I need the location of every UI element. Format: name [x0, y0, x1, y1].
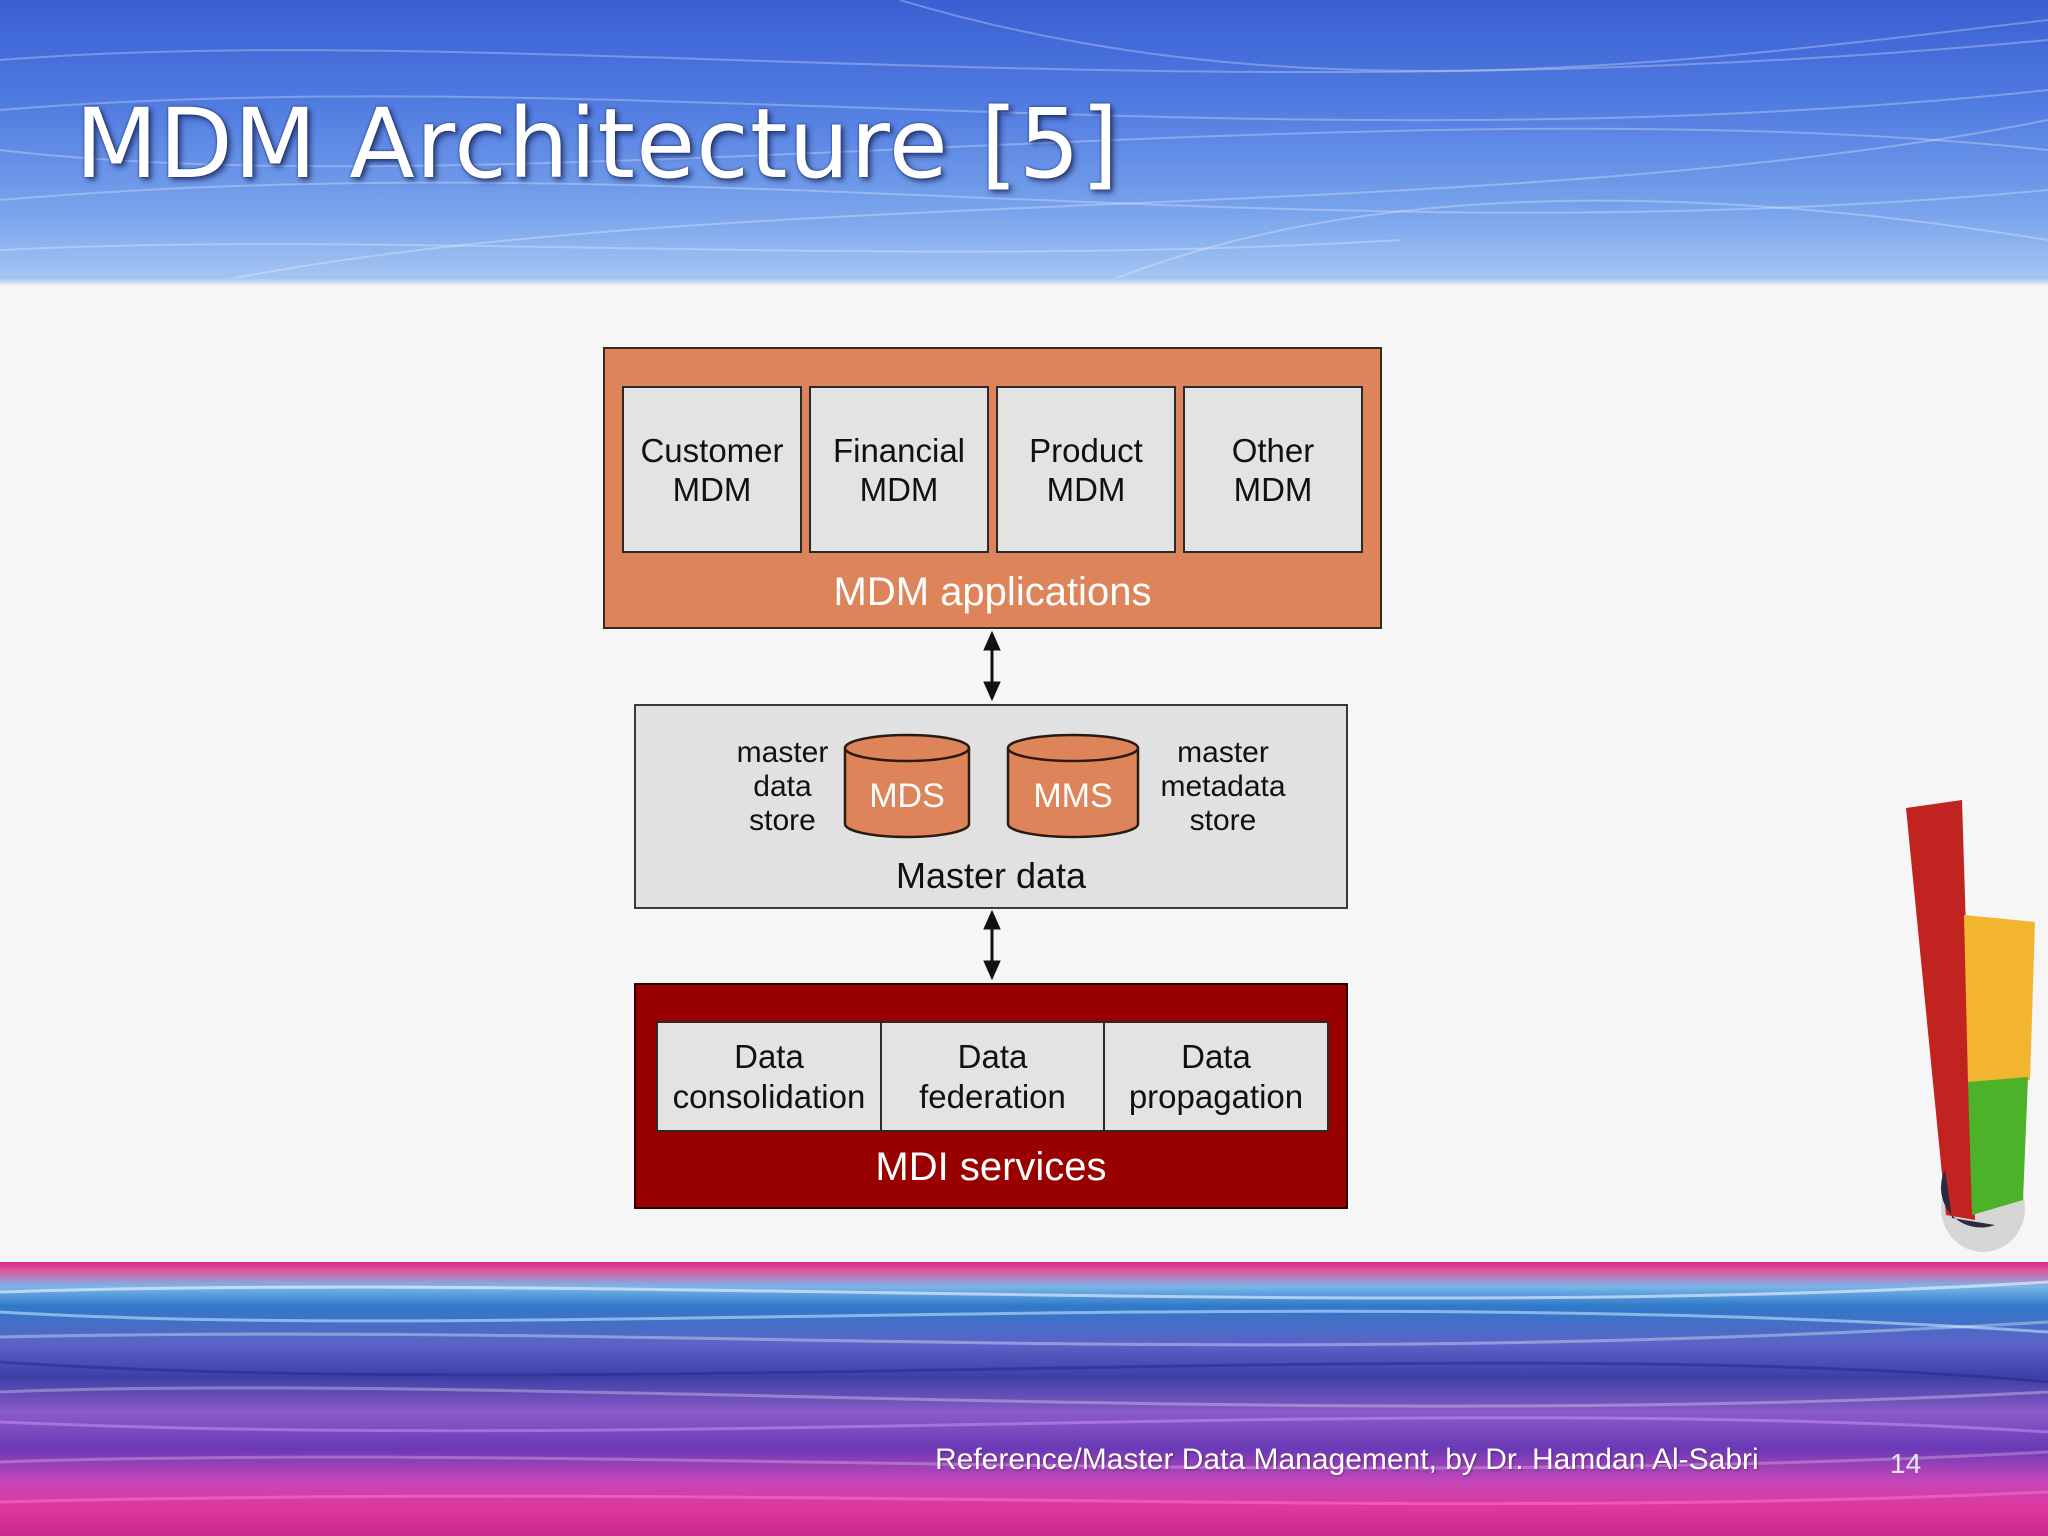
- caption-line: store: [1189, 804, 1257, 837]
- footer-wave-decoration: [0, 1280, 2048, 1506]
- mdm-applications-label: MDM applications: [833, 570, 1152, 614]
- slide-title: MDM Architecture [5]: [75, 88, 1120, 200]
- tile-line: consolidation: [672, 1077, 866, 1115]
- mds-cylinder-label: MDS: [869, 777, 945, 815]
- mms-cylinder-label: MMS: [1033, 777, 1113, 815]
- mds-cylinder: [843, 733, 971, 839]
- tile-line: Other: [1231, 431, 1315, 469]
- mms-cylinder: [1006, 733, 1140, 839]
- caption-line: store: [749, 804, 816, 837]
- caption-line: master: [736, 736, 829, 769]
- tile-line: Financial: [832, 431, 966, 469]
- master-data-frame: [634, 704, 1348, 909]
- tile-line: Data: [1181, 1037, 1251, 1075]
- caption-line: master: [1177, 736, 1269, 769]
- mdi-services-label: MDI services: [875, 1145, 1107, 1189]
- slide-header-band: MDM Architecture [5]: [0, 0, 2048, 285]
- tile-line: Product: [1029, 431, 1143, 469]
- tile-line: MDM: [1046, 470, 1126, 508]
- double-arrow-applications-master: [983, 630, 1001, 702]
- header-swirl-decoration: [0, 0, 2048, 285]
- tile-line: MDM: [1233, 470, 1313, 508]
- tile-line: Data: [734, 1037, 804, 1075]
- double-arrow-master-services: [983, 909, 1001, 981]
- tile-line: federation: [919, 1077, 1066, 1115]
- tile-line: Customer: [640, 431, 784, 469]
- decorative-bar-graphic: [1906, 800, 2035, 1252]
- slide-footer-band: [0, 1262, 2048, 1536]
- master-data-label: Master data: [895, 855, 1087, 896]
- tile-line: Data: [957, 1037, 1028, 1075]
- master-data-store-caption: master data store: [720, 736, 845, 838]
- tile-line: MDM: [672, 470, 752, 508]
- page-number: 14: [1890, 1448, 1922, 1479]
- header-edge-fade: [0, 278, 2048, 286]
- caption-line: data: [753, 770, 812, 803]
- tile-line: propagation: [1128, 1077, 1304, 1115]
- tile-line: MDM: [859, 470, 939, 508]
- footer-credit: Reference/Master Data Management, by Dr.…: [935, 1443, 1759, 1476]
- caption-line: metadata: [1160, 770, 1286, 803]
- master-metadata-store-caption: master metadata store: [1148, 736, 1298, 838]
